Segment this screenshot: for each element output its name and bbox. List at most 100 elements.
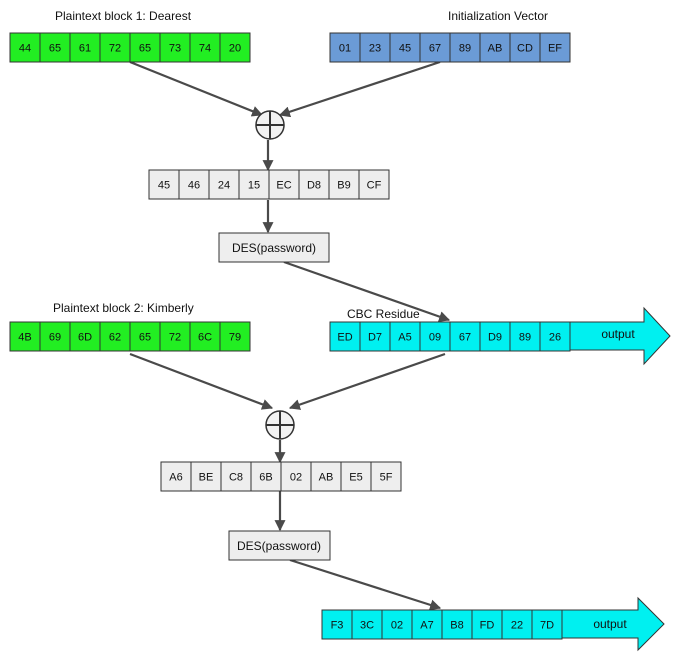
byte-cell: 89	[449, 32, 481, 63]
byte-cell: 72	[159, 321, 191, 352]
byte-cell: A5	[389, 321, 421, 352]
byte-cell-box	[419, 321, 451, 352]
byte-cell-value: 09	[429, 332, 441, 344]
xor-circle-plus-icon	[265, 410, 295, 440]
byte-cell-box	[159, 32, 191, 63]
byte-cell: 72	[99, 32, 131, 63]
byte-cell-value: 20	[229, 43, 241, 55]
connectors	[129, 60, 451, 611]
arrow-iv-to-xor1	[278, 60, 441, 118]
byte-cell-value: 01	[339, 43, 351, 55]
byte-cell-box	[148, 169, 180, 200]
arrow-plaintext1-to-xor1	[129, 60, 264, 117]
byte-cell-value: 69	[49, 332, 61, 344]
byte-cell-box	[419, 32, 451, 63]
byte-cell-value: 3C	[360, 620, 374, 632]
byte-cell-box	[219, 321, 251, 352]
byte-cell: 79	[219, 321, 251, 352]
byte-cell-value: AB	[319, 472, 334, 484]
byte-cell-value: A5	[398, 332, 411, 344]
byte-cell-box	[389, 321, 421, 352]
byte-cell-box	[178, 169, 210, 200]
byte-cell-box	[328, 169, 360, 200]
byte-cell: C8	[220, 461, 252, 492]
byte-cell: 3C	[351, 609, 383, 640]
byte-cell-value: 79	[229, 332, 241, 344]
byte-cell: CD	[509, 32, 541, 63]
byte-cell-value: 73	[169, 43, 181, 55]
byte-cell-value: 46	[188, 180, 200, 192]
byte-cell: 65	[129, 32, 161, 63]
byte-cell-box	[9, 32, 41, 63]
plaintext-block-2-label: Plaintext block 2: Kimberly	[53, 301, 194, 315]
byte-cell: 45	[148, 169, 180, 200]
byte-cell: F3	[321, 609, 353, 640]
byte-cell-value: E5	[349, 472, 362, 484]
byte-cell: 61	[69, 32, 101, 63]
byte-cell: A7	[411, 609, 443, 640]
byte-cell: 6C	[189, 321, 221, 352]
byte-cell: 65	[39, 32, 71, 63]
output-label-1: output	[601, 327, 635, 341]
byte-cell-value: FD	[480, 620, 495, 632]
byte-cell: B8	[441, 609, 473, 640]
byte-cell-box	[471, 609, 503, 640]
byte-cell-box	[539, 321, 571, 352]
byte-cell-value: 72	[109, 43, 121, 55]
plaintext-block-1-label: Plaintext block 1: Dearest	[55, 9, 192, 23]
byte-cell-box	[208, 169, 240, 200]
byte-cell-value: 6C	[198, 332, 212, 344]
byte-cell-value: ED	[337, 332, 352, 344]
byte-cell-value: A7	[420, 620, 433, 632]
byte-cell: CF	[358, 169, 390, 200]
output-arrow-2: output	[557, 596, 665, 652]
byte-cell: 26	[539, 321, 571, 352]
byte-cell: 24	[208, 169, 240, 200]
byte-cell-box	[358, 169, 390, 200]
des-box-2: DES(password)	[228, 530, 331, 561]
byte-cell-box	[280, 461, 312, 492]
byte-cell-value: 65	[139, 332, 151, 344]
byte-cell: FD	[471, 609, 503, 640]
byte-cell: 74	[189, 32, 221, 63]
byte-cell-value: C8	[229, 472, 243, 484]
byte-cell: E5	[340, 461, 372, 492]
byte-cell-box	[219, 32, 251, 63]
byte-cell-value: 62	[109, 332, 121, 344]
byte-cell-value: 61	[79, 43, 91, 55]
byte-cell-value: 45	[399, 43, 411, 55]
byte-cell: ED	[329, 321, 361, 352]
byte-cell-value: EF	[548, 43, 562, 55]
byte-cell-value: 6D	[78, 332, 92, 344]
byte-cell-box	[441, 609, 473, 640]
byte-cell-box	[501, 609, 533, 640]
byte-cell: A6	[160, 461, 192, 492]
byte-cell: AB	[310, 461, 342, 492]
byte-cell-value: 15	[248, 180, 260, 192]
byte-cell-value: 22	[511, 620, 523, 632]
byte-cell: BE	[190, 461, 222, 492]
arrow-des1-to-cipher1	[283, 260, 451, 322]
byte-cell-value: 65	[139, 43, 151, 55]
byte-cell-box	[99, 32, 131, 63]
byte-cell: 69	[39, 321, 71, 352]
byte-cell: 6D	[69, 321, 101, 352]
byte-cell-value: B9	[337, 180, 350, 192]
byte-cell-box	[159, 321, 191, 352]
byte-cell: 65	[129, 321, 161, 352]
byte-cell-value: CD	[517, 43, 533, 55]
byte-cell-value: 23	[369, 43, 381, 55]
output-arrow-1: output	[565, 306, 671, 366]
byte-cell-value: 5F	[380, 472, 393, 484]
byte-cell: 62	[99, 321, 131, 352]
byte-cell: 20	[219, 32, 251, 63]
byte-cell: 23	[359, 32, 391, 63]
byte-cell: D7	[359, 321, 391, 352]
byte-cell-value: AB	[488, 43, 503, 55]
byte-cell-value: D8	[307, 180, 321, 192]
